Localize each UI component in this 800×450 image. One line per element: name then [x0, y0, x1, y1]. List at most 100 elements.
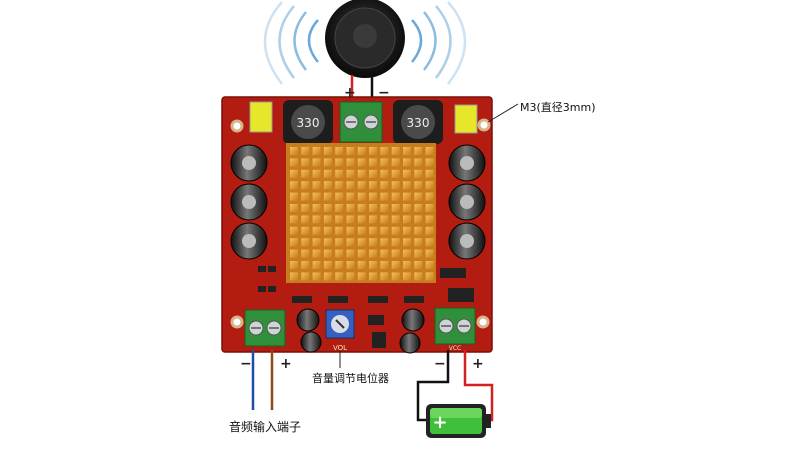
- heatsink-fin: [312, 261, 321, 269]
- heatsink-fin: [290, 169, 298, 178]
- heatsink-fin: [301, 215, 310, 224]
- heatsink-fin: [369, 169, 378, 178]
- heatsink-fin: [357, 226, 366, 235]
- heatsink-fin: [357, 158, 366, 167]
- heatsink-fin: [391, 249, 400, 258]
- heatsink-fin: [380, 169, 389, 178]
- heatsink-fin: [380, 181, 389, 190]
- inductor-left-code: 330: [297, 116, 320, 130]
- heatsink-fin: [312, 181, 321, 190]
- volume-potentiometer: VOL: [325, 309, 355, 352]
- heatsink-fin: [414, 272, 423, 281]
- heatsink-fin: [357, 261, 366, 269]
- heatsink-fin: [380, 238, 389, 247]
- heatsink-fin: [391, 272, 400, 281]
- heatsink-fin: [346, 169, 355, 178]
- power-plus-mark: +: [472, 356, 484, 372]
- heatsink-fin: [301, 147, 310, 155]
- heatsink-fin: [414, 192, 423, 201]
- volume-pot-annotation: 音量调节电位器: [312, 372, 389, 385]
- heatsink-fin: [414, 158, 423, 167]
- heatsink-fin: [357, 192, 366, 201]
- heatsink-fin: [403, 147, 411, 155]
- heatsink-fin: [425, 249, 434, 258]
- heatsink-fin: [414, 238, 423, 247]
- heatsink-fin: [380, 249, 389, 258]
- heatsink-fin: [403, 261, 411, 269]
- heatsink-fin: [391, 204, 400, 212]
- heatsink-fin: [346, 249, 355, 258]
- mounting-holes: [230, 118, 491, 329]
- heatsink-fin: [369, 261, 378, 269]
- heatsink-fin: [346, 181, 355, 190]
- mount-hole-leader: [487, 103, 519, 123]
- capacitor: [300, 331, 322, 353]
- heatsink-fin: [335, 169, 344, 178]
- capacitor: [230, 183, 268, 221]
- heatsink-fin: [380, 192, 389, 201]
- capacitor: [296, 308, 320, 332]
- heatsink-fin: [312, 192, 321, 201]
- heatsink-fin: [425, 147, 434, 155]
- heatsink-fin: [323, 272, 332, 281]
- input-minus-mark: −: [240, 356, 252, 372]
- heatsink-fin: [369, 192, 378, 201]
- heatsink-fin: [391, 192, 400, 201]
- heatsink-fin: [323, 204, 332, 212]
- heatsink-fin: [425, 215, 434, 224]
- heatsink-fin: [335, 226, 344, 235]
- heatsink-fin: [391, 147, 400, 155]
- speaker-minus-mark: −: [378, 85, 390, 101]
- capacitor: [448, 222, 486, 260]
- capacitor: [399, 332, 421, 354]
- heatsink-fin: [380, 272, 389, 281]
- battery-icon: [426, 404, 491, 438]
- heatsink-fin: [380, 261, 389, 269]
- heatsink-fin: [346, 192, 355, 201]
- heatsink-fin: [312, 158, 321, 167]
- heatsink-fin: [346, 158, 355, 167]
- heatsink-fin: [369, 181, 378, 190]
- audio-input-wires: [251, 350, 274, 410]
- power-input-terminal: VCC: [434, 307, 476, 352]
- heatsink-fin: [357, 147, 366, 155]
- heatsink-fin: [335, 238, 344, 247]
- heatsink-fin: [403, 238, 411, 247]
- heatsink-fin: [414, 147, 423, 155]
- heatsink-fin: [403, 226, 411, 235]
- heatsink-fin: [323, 192, 332, 201]
- heatsink-fin: [312, 215, 321, 224]
- heatsink-fin: [380, 158, 389, 167]
- heatsink-fin: [369, 204, 378, 212]
- heatsink-fin: [391, 238, 400, 247]
- heatsink-fin: [335, 181, 344, 190]
- heatsink-fin: [301, 181, 310, 190]
- heatsink-fin: [312, 249, 321, 258]
- speaker: [325, 0, 405, 78]
- heatsink-fin: [312, 147, 321, 155]
- heatsink-fin: [369, 215, 378, 224]
- heatsink-fin: [323, 249, 332, 258]
- heatsink-fin: [414, 249, 423, 258]
- heatsink-fin: [346, 204, 355, 212]
- heatsink-fin: [323, 181, 332, 190]
- heatsink-fin: [414, 169, 423, 178]
- heatsink-fin: [357, 272, 366, 281]
- heatsink-fin: [335, 204, 344, 212]
- heatsink-fin: [312, 169, 321, 178]
- heatsink-fin: [391, 158, 400, 167]
- heatsink-fin: [403, 204, 411, 212]
- capacitor: [401, 308, 425, 332]
- heatsink-fin: [414, 181, 423, 190]
- heatsink-fin: [335, 215, 344, 224]
- inductor-right-code: 330: [407, 116, 430, 130]
- heatsink-fin: [323, 215, 332, 224]
- inductor-left: 330: [283, 100, 333, 144]
- heatsink-fin: [335, 272, 344, 281]
- heatsink-fin: [346, 147, 355, 155]
- heatsink-fin: [301, 226, 310, 235]
- heatsink-fin: [369, 147, 378, 155]
- electrolytic-capacitors: [230, 144, 486, 354]
- heatsink-fin: [414, 261, 423, 269]
- battery-plus-sign: +: [432, 412, 447, 433]
